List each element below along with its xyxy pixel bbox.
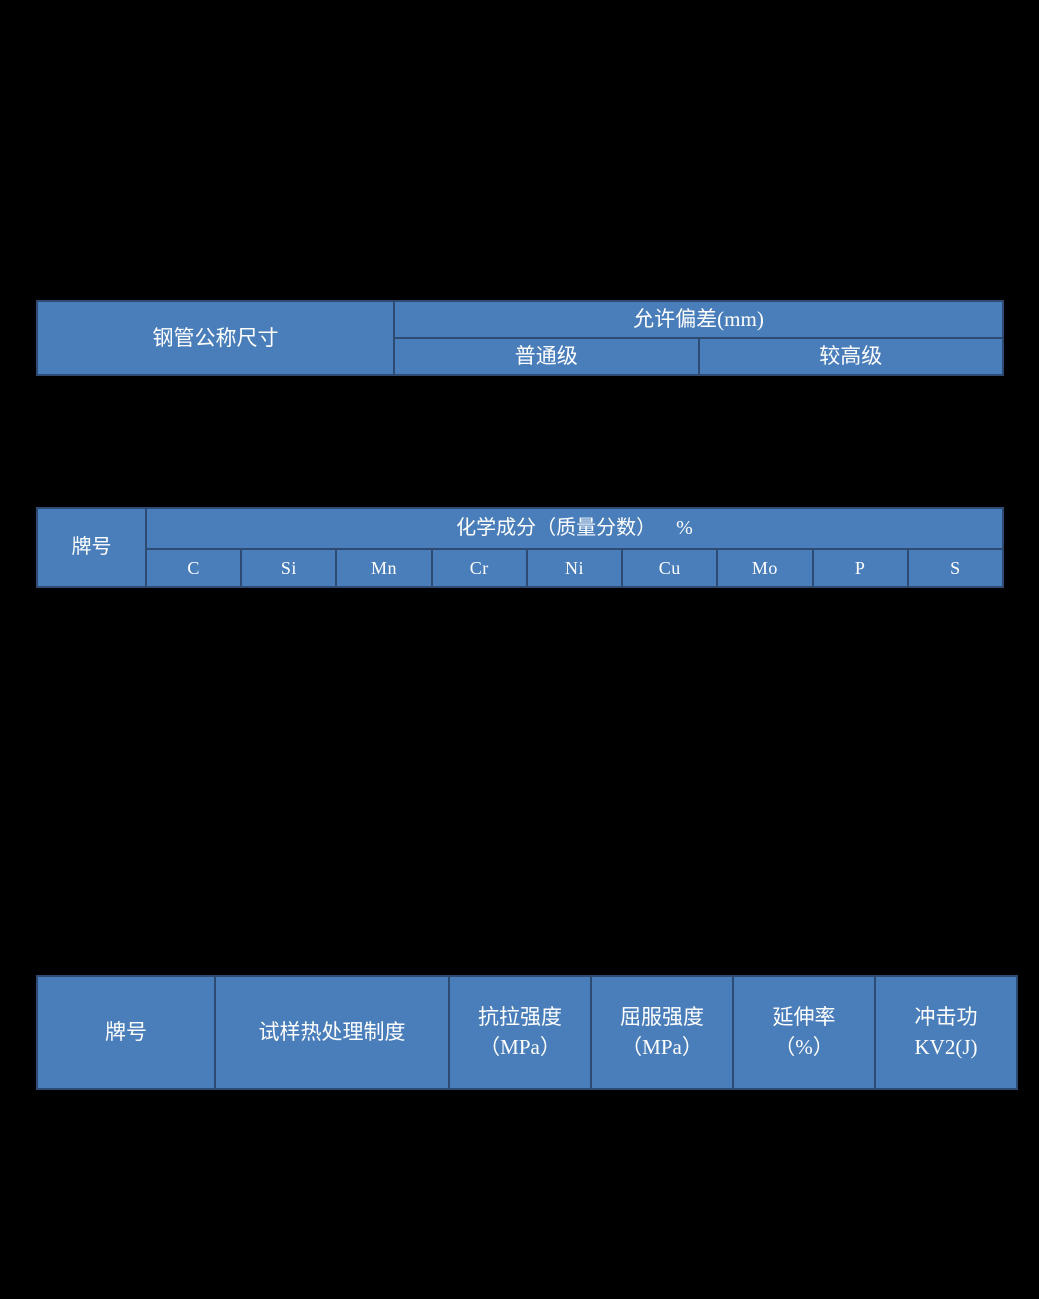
table-row: 钢管公称尺寸 允许偏差(mm) bbox=[36, 300, 1004, 376]
table-row: 牌号 试样热处理制度 抗拉强度 （MPa） 屈服强度 （MPa） 延伸率 （%）… bbox=[36, 975, 1018, 1090]
header-chemical-composition-text: 化学成分（质量分数） % bbox=[456, 516, 693, 539]
header-element-c: C bbox=[144, 548, 243, 588]
mechanical-properties-table: 牌号 试样热处理制度 抗拉强度 （MPa） 屈服强度 （MPa） 延伸率 （%）… bbox=[36, 975, 1018, 1090]
pipe-size-table: 钢管公称尺寸 允许偏差(mm) 普通级 较高级 bbox=[36, 300, 1004, 376]
header-yield-strength: 屈服强度 （MPa） bbox=[590, 975, 734, 1090]
header-yield-strength-unit: （MPa） bbox=[621, 1034, 703, 1059]
header-impact-energy-unit: KV2(J) bbox=[914, 1034, 978, 1059]
header-element-si: Si bbox=[240, 548, 338, 588]
header-allowed-deviation: 允许偏差(mm) bbox=[393, 300, 1004, 339]
chemical-composition-table: 牌号 化学成分（质量分数） % C Si Mn Cr Ni Cu Mo P S bbox=[36, 506, 1005, 588]
header-grade: 牌号 bbox=[36, 507, 147, 588]
header-impact-energy: 冲击功 KV2(J) bbox=[874, 975, 1018, 1090]
table-row: C Si Mn Cr Ni Cu Mo P S bbox=[37, 548, 1005, 588]
header-element-ni: Ni bbox=[525, 548, 624, 588]
header-grade-higher: 较高级 bbox=[697, 337, 1004, 376]
header-tensile-strength: 抗拉强度 （MPa） bbox=[448, 975, 592, 1090]
header-elongation: 延伸率 （%） bbox=[732, 975, 876, 1090]
header-grade-line1: 牌号 bbox=[105, 1019, 147, 1044]
header-yield-strength-line1: 屈服强度 bbox=[620, 1004, 704, 1029]
header-tensile-strength-line1: 抗拉强度 bbox=[478, 1004, 562, 1029]
header-pipe-nominal-size: 钢管公称尺寸 bbox=[36, 300, 395, 376]
header-heat-treatment-line1: 试样热处理制度 bbox=[258, 1019, 406, 1044]
header-element-p: P bbox=[811, 548, 909, 588]
header-chemical-composition: 化学成分（质量分数） % bbox=[145, 506, 1004, 551]
header-grade-ordinary: 普通级 bbox=[393, 337, 700, 376]
header-element-cu: Cu bbox=[621, 548, 719, 588]
header-element-mn: Mn bbox=[335, 548, 433, 588]
table-row: 普通级 较高级 bbox=[37, 337, 1004, 376]
header-grade: 牌号 bbox=[36, 975, 216, 1090]
header-elongation-line1: 延伸率 bbox=[772, 1004, 836, 1029]
header-element-mo: Mo bbox=[716, 548, 814, 588]
header-element-s: S bbox=[906, 548, 1005, 588]
header-element-cr: Cr bbox=[430, 548, 528, 588]
header-tensile-strength-unit: （MPa） bbox=[479, 1034, 561, 1059]
header-impact-energy-line1: 冲击功 bbox=[914, 1004, 978, 1029]
header-heat-treatment: 试样热处理制度 bbox=[214, 975, 450, 1090]
header-elongation-unit: （%） bbox=[774, 1034, 834, 1059]
table-row: 牌号 化学成分（质量分数） % bbox=[36, 506, 1004, 588]
